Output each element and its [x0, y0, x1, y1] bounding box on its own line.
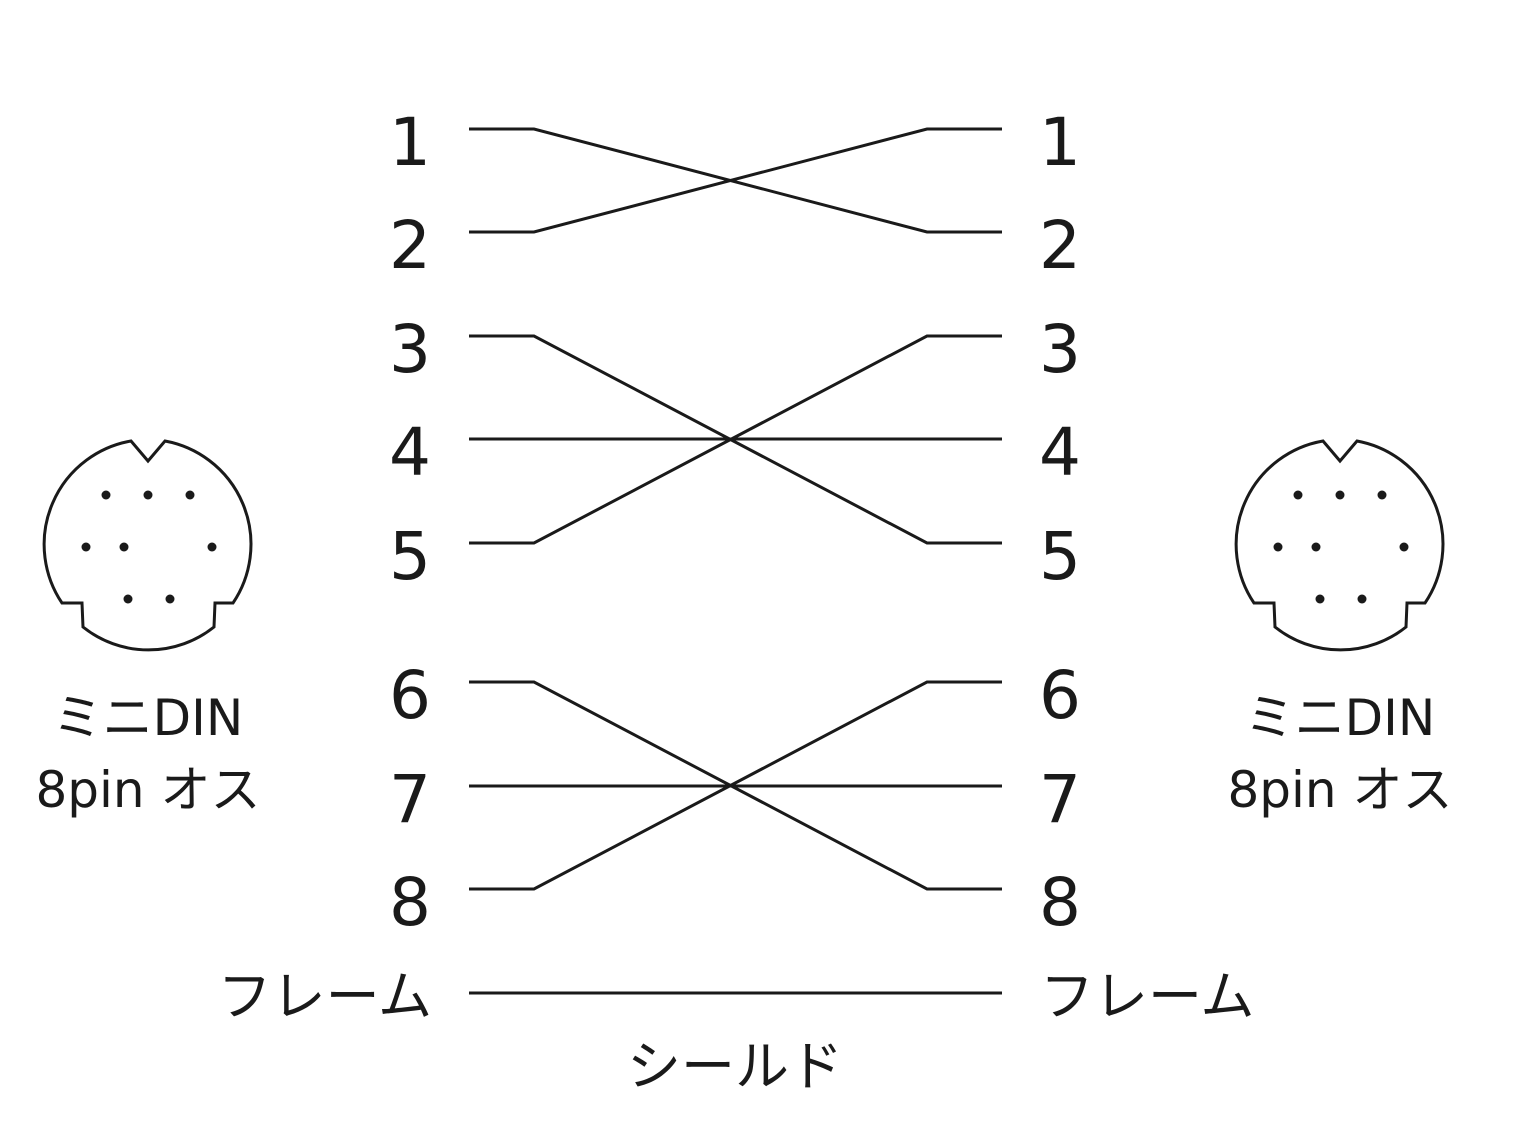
- connector-pin-dot: [1293, 490, 1303, 500]
- connector-pin-dot: [81, 542, 91, 552]
- wires: [469, 127, 1002, 891]
- connector-pin-dot: [1311, 542, 1321, 552]
- left-connector-name: ミニDIN: [53, 689, 244, 747]
- connector-pin-dot: [1399, 542, 1409, 552]
- connector-pin-dot: [119, 542, 129, 552]
- right-connector-name: ミニDIN: [1245, 689, 1436, 747]
- right-pin-number: 8: [1039, 864, 1081, 941]
- connector-pin-dot: [185, 490, 195, 500]
- shield-label: シールド: [627, 1035, 843, 1098]
- connector-outline: [42, 439, 253, 652]
- pin-labels: 1 2 3 4 5 6 7 8 1 2 3 4 5 6 7 8: [389, 104, 1081, 941]
- left-pin-number: 4: [389, 414, 431, 491]
- wire-pin-2: [469, 127, 1002, 234]
- wire-pin-8: [469, 680, 1002, 891]
- left-connector-type: 8pin オス: [35, 761, 260, 819]
- connector-pin-dot: [143, 490, 153, 500]
- right-pin-number: 6: [1039, 657, 1081, 734]
- left-mini-din-connector-icon: [42, 439, 253, 652]
- right-connector-type: 8pin オス: [1227, 761, 1452, 819]
- connector-pin-dot: [165, 594, 175, 604]
- connector-pin-dot: [1377, 490, 1387, 500]
- connector-pin-dot: [1357, 594, 1367, 604]
- right-pin-number: 7: [1039, 761, 1081, 838]
- left-pin-number: 5: [389, 518, 431, 595]
- right-pin-number: 3: [1039, 311, 1081, 388]
- left-pin-number: 2: [389, 207, 431, 284]
- connector-pin-dot: [123, 594, 133, 604]
- connector-pin-dot: [101, 490, 111, 500]
- right-pin-number: 2: [1039, 207, 1081, 284]
- connector-pin-dot: [207, 542, 217, 552]
- left-pin-number: 8: [389, 864, 431, 941]
- connector-outline: [1234, 439, 1445, 652]
- right-pin-number: 4: [1039, 414, 1081, 491]
- left-pin-number: 6: [389, 657, 431, 734]
- left-pin-number: 3: [389, 311, 431, 388]
- connector-pin-dot: [1315, 594, 1325, 604]
- right-pin-number: 5: [1039, 518, 1081, 595]
- left-pin-number: 7: [389, 761, 431, 838]
- frame-label-left: フレーム: [218, 965, 432, 1028]
- right-mini-din-connector-icon: [1234, 439, 1445, 652]
- connector-pin-dot: [1335, 490, 1345, 500]
- frame-label-right: フレーム: [1040, 965, 1254, 1028]
- wire-pin-5: [469, 334, 1002, 545]
- right-pin-number: 1: [1039, 104, 1081, 181]
- left-pin-number: 1: [389, 104, 431, 181]
- connector-pin-dot: [1273, 542, 1283, 552]
